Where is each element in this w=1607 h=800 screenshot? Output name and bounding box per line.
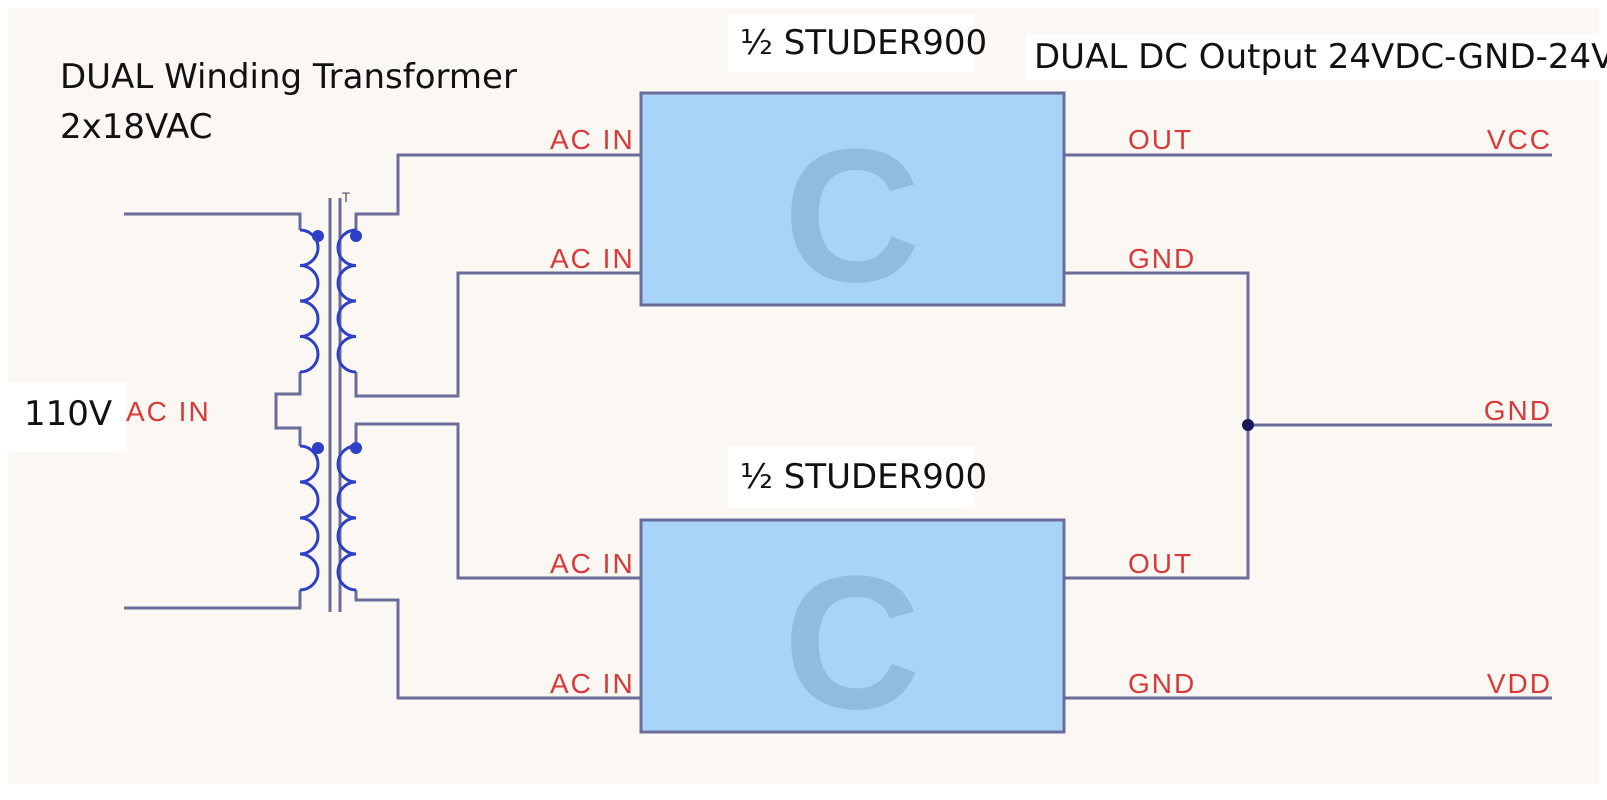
module-bottom-pin-out: OUT	[1128, 548, 1193, 579]
output-label-gnd: GND	[1484, 395, 1552, 426]
mains-pin-label: AC IN	[126, 396, 211, 427]
output-title: DUAL DC Output 24VDC-GND-24VDC	[1034, 37, 1607, 77]
output-label-vdd: VDD	[1487, 668, 1552, 699]
module-top-label-box	[728, 14, 974, 72]
primary-center-tap	[274, 372, 302, 446]
primary-coil-top	[299, 228, 320, 374]
primary-wire-bottom	[124, 590, 302, 610]
module-bottom-box	[639, 518, 1066, 734]
primary-coil-bottom	[299, 444, 320, 592]
module-bottom-watermark: C	[783, 537, 920, 749]
output-title-box	[1026, 34, 1602, 80]
pin-labels: AC IN AC IN OUT GND AC IN AC IN OUT GND …	[126, 124, 1552, 699]
module-top-watermark: C	[783, 110, 920, 322]
module-top: C	[639, 91, 1066, 322]
transformer-symbol: T	[299, 189, 362, 612]
transformer-title: DUAL Winding Transformer	[60, 57, 517, 97]
polarity-dot-primary-top	[312, 230, 324, 242]
module-bottom-pin-ac-in-1: AC IN	[550, 548, 635, 579]
secondary-bottom-wire-2	[354, 590, 640, 700]
core-marker: T	[342, 189, 351, 205]
secondary-coil-top	[336, 228, 357, 374]
module-top-pin-ac-in-1: AC IN	[550, 124, 635, 155]
secondary-bottom-wire-1	[354, 422, 640, 580]
secondary-coil-bottom	[336, 444, 357, 592]
polarity-dot-secondary-bottom	[350, 442, 362, 454]
secondary-top-wire-1	[354, 153, 640, 230]
wires	[124, 153, 1552, 700]
polarity-dot-secondary-top	[350, 230, 362, 242]
module-top-label: ½ STUDER900	[740, 23, 987, 63]
module-bottom-label-box	[728, 446, 974, 508]
module-bottom-label: ½ STUDER900	[740, 457, 987, 497]
module-bottom-pin-ac-in-2: AC IN	[550, 668, 635, 699]
annotations: DUAL Winding Transformer 2x18VAC ½ STUDE…	[8, 14, 1607, 508]
output-label-vcc: VCC	[1487, 124, 1552, 155]
mains-voltage-label: 110V	[24, 394, 112, 434]
module-bottom: C	[639, 518, 1066, 749]
module-top-box	[639, 91, 1066, 307]
polarity-dot-primary-bottom	[312, 442, 324, 454]
module-top-pin-ac-in-2: AC IN	[550, 243, 635, 274]
mains-label-box	[8, 382, 126, 452]
primary-wire-top	[124, 212, 302, 230]
secondary-top-wire-2	[354, 271, 640, 398]
module-top-pin-out: OUT	[1128, 124, 1193, 155]
module-bottom-pin-gnd: GND	[1128, 668, 1196, 699]
transformer-rating: 2x18VAC	[60, 107, 213, 147]
gnd-junction-dot	[1242, 419, 1254, 431]
module-top-pin-gnd: GND	[1128, 243, 1196, 274]
